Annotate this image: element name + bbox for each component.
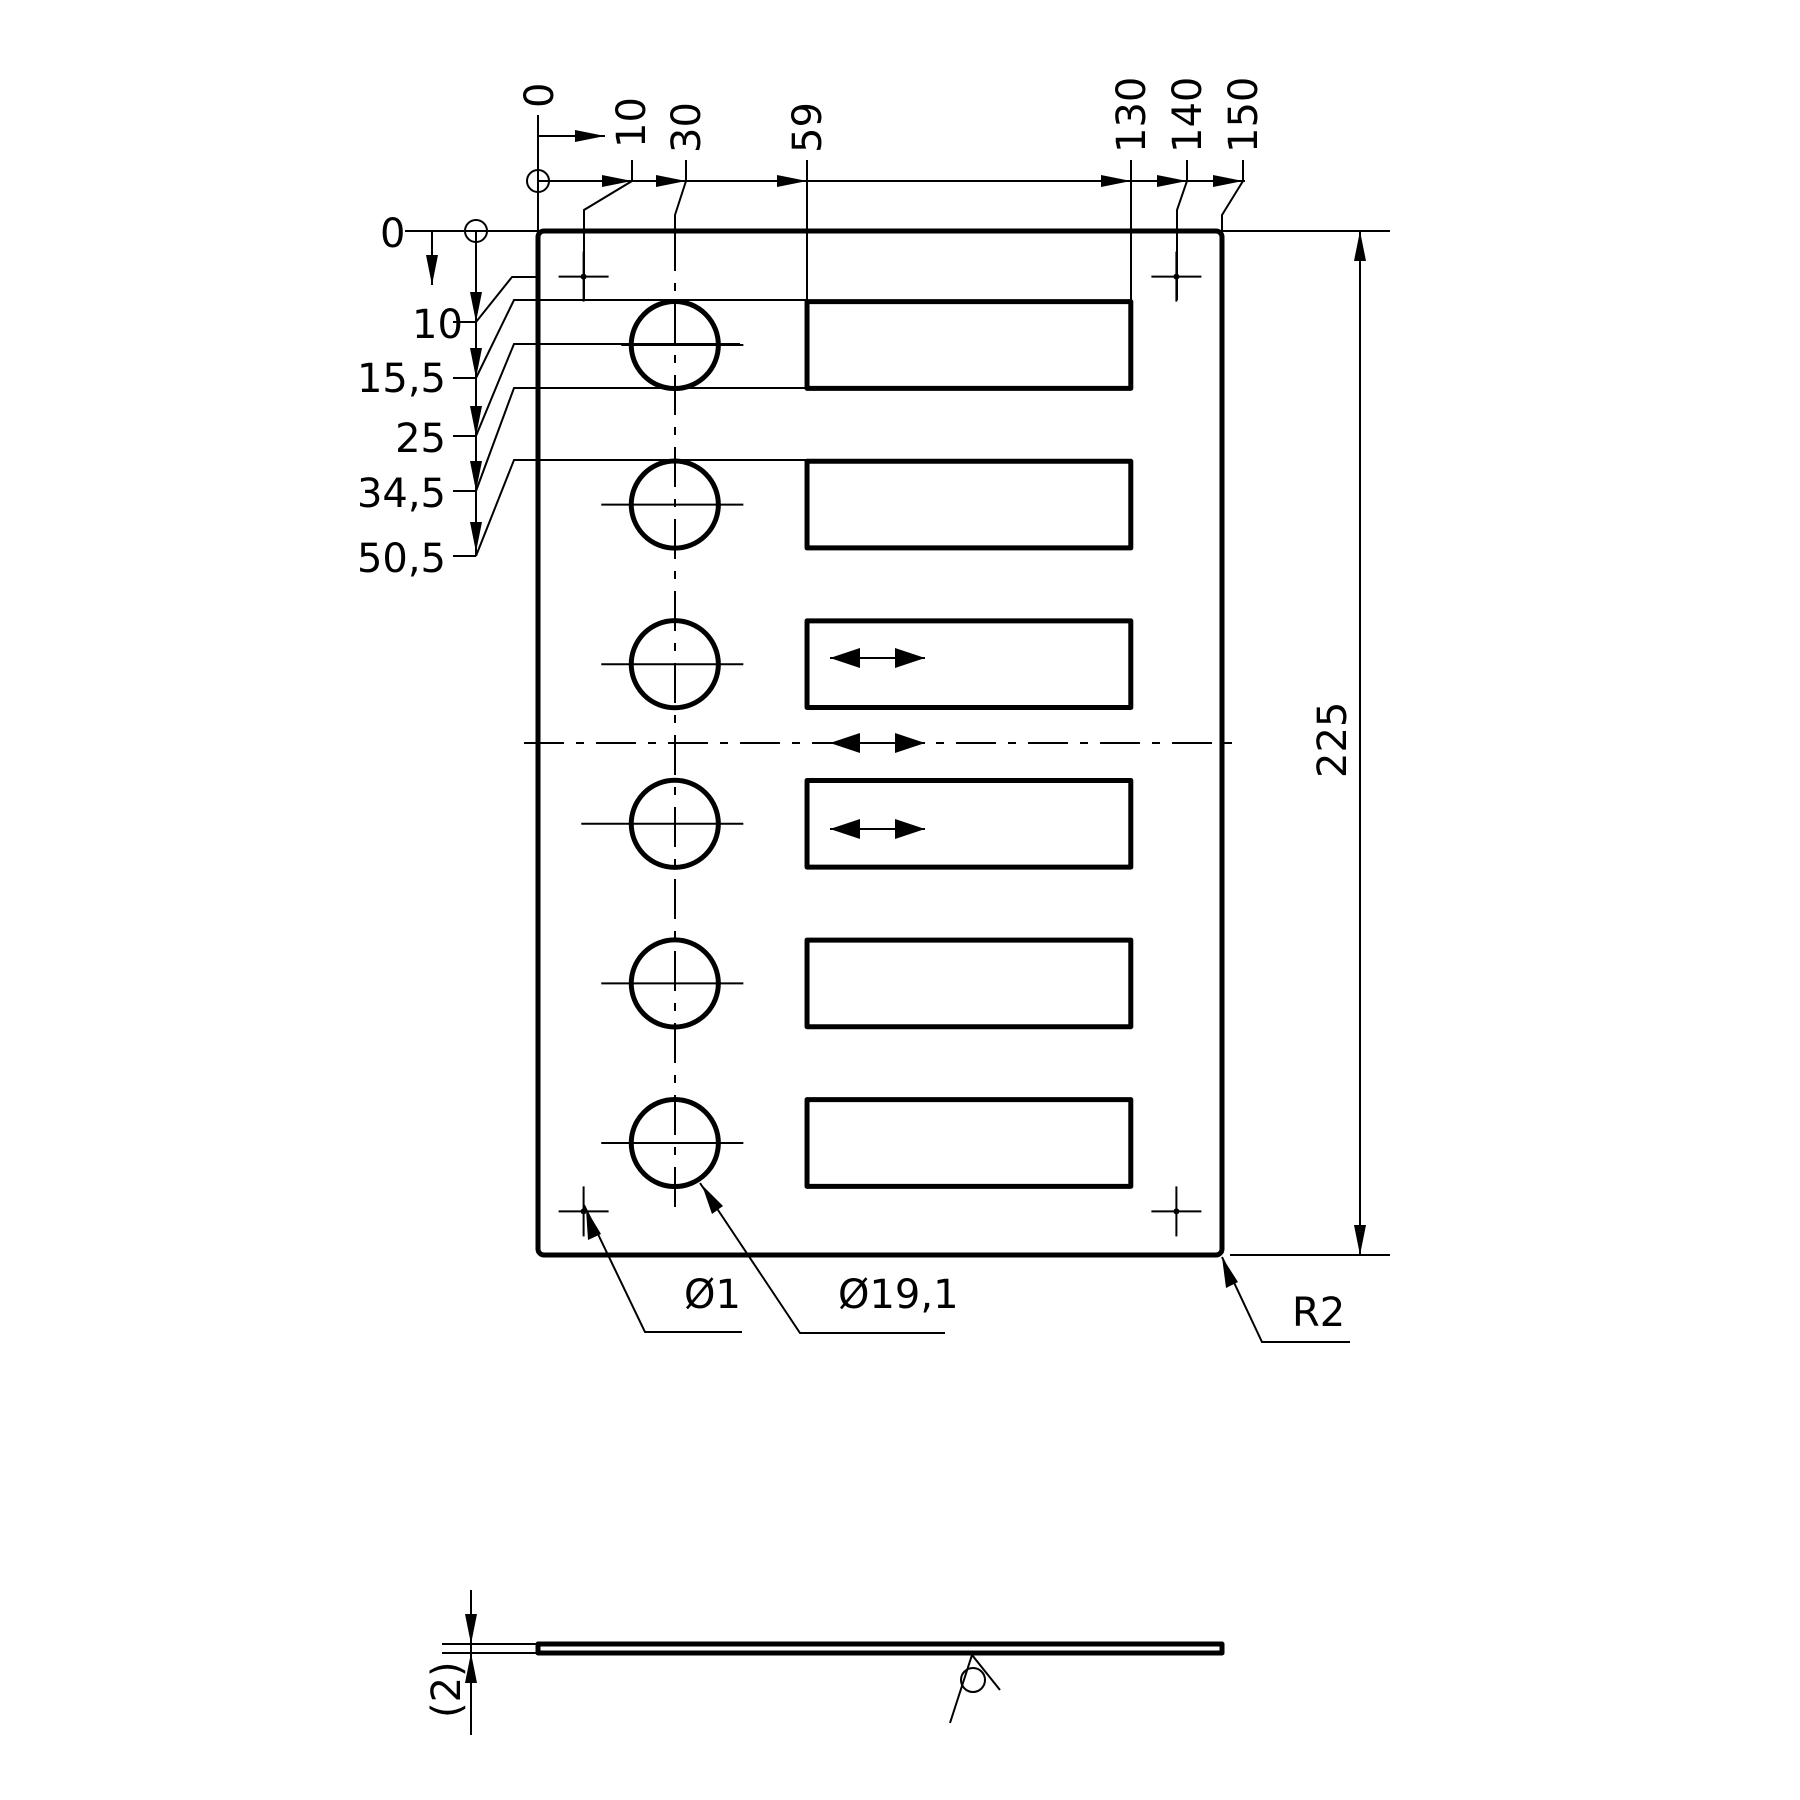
label-window [804, 1097, 1134, 1189]
side-view-plate [535, 1641, 1225, 1656]
label-window [804, 299, 1134, 391]
vertical-ordinate-dimensions [405, 219, 807, 557]
v-ordinate-25: 25 [395, 416, 446, 462]
v-ordinate-0: 0 [380, 211, 405, 257]
overall-height-dimension: 225 [1222, 230, 1390, 1256]
horizontal-ordinate-labels: 0 10 30 59 130 140 150 [517, 77, 1267, 153]
v-ordinate-10: 10 [412, 302, 463, 348]
label-window [804, 937, 1134, 1030]
corner-radius-callout: R2 [1221, 1256, 1350, 1343]
thickness-label: (2) [424, 1661, 470, 1718]
corner-hole-diameter-label: Ø1 [684, 1272, 741, 1318]
hole-diameter-label: Ø19,1 [838, 1272, 959, 1318]
h-ordinate-130: 130 [1109, 77, 1155, 153]
overall-height-label: 225 [1310, 702, 1356, 778]
label-window [804, 777, 1134, 870]
double-arrow-icon [830, 648, 925, 668]
label-window [804, 458, 1134, 551]
v-ordinate-34-5: 34,5 [357, 471, 446, 517]
v-ordinate-50-5: 50,5 [357, 536, 446, 582]
h-ordinate-30: 30 [664, 102, 710, 153]
h-ordinate-150: 150 [1221, 77, 1267, 153]
v-ordinate-15-5: 15,5 [357, 356, 446, 402]
hole-diameter-callout: Ø19,1 [699, 1182, 959, 1334]
corner-hole-diameter-callout: Ø1 [583, 1204, 742, 1333]
horizontal-ordinate-dimensions [526, 115, 1245, 300]
label-windows-group [804, 299, 1134, 1189]
double-arrow-icon [830, 733, 925, 753]
side-view: (2) [424, 1590, 1225, 1735]
double-arrow-icon [830, 819, 925, 839]
h-ordinate-10: 10 [609, 97, 655, 148]
label-window [804, 618, 1134, 711]
vertical-ordinate-labels: 0 10 15,5 25 34,5 50,5 [357, 211, 463, 582]
h-ordinate-59: 59 [785, 102, 831, 153]
h-ordinate-0: 0 [517, 83, 563, 108]
corner-radius-label: R2 [1292, 1290, 1345, 1336]
h-ordinate-140: 140 [1165, 77, 1211, 153]
